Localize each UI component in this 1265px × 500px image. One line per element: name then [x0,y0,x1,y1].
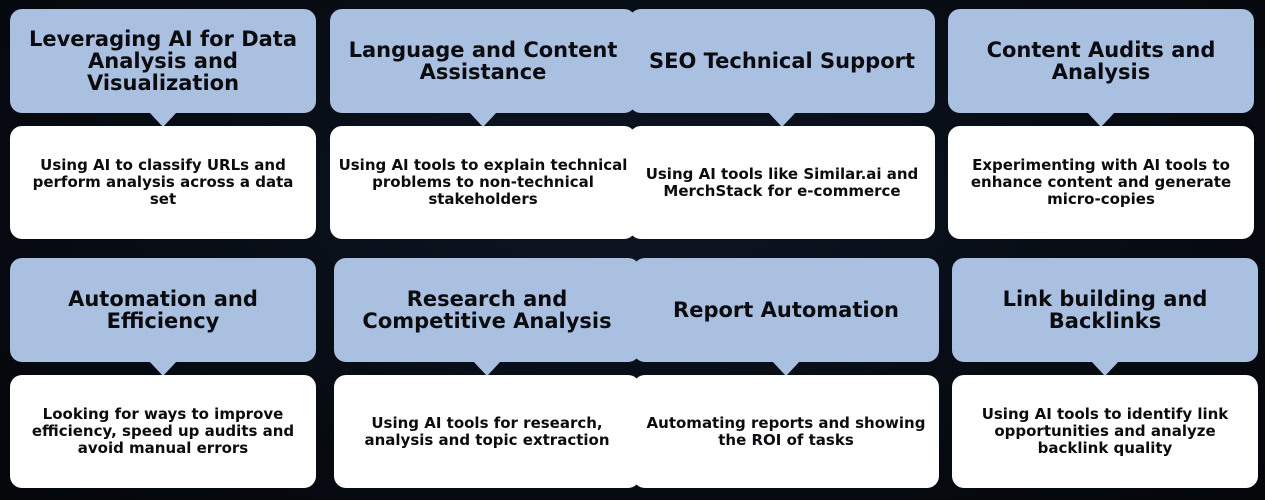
card-description: Using AI tools like Similar.ai and Merch… [629,126,935,239]
card-title: Research and Competitive Analysis [334,258,640,376]
card-title: Report Automation [633,258,939,376]
card-title: Language and Content Assistance [330,9,636,127]
card-title: SEO Technical Support [629,9,935,127]
card-description: Using AI tools to identify link opportun… [952,375,1258,488]
card-title: Leveraging AI for Data Analysis and Visu… [10,9,316,127]
card-description: Using AI tools to explain technical prob… [330,126,636,239]
card-description: Looking for ways to improve efficiency, … [10,375,316,488]
card-title: Content Audits and Analysis [948,9,1254,127]
card-description: Experimenting with AI tools to enhance c… [948,126,1254,239]
card-title: Automation and Efficiency [10,258,316,376]
card-title: Link building and Backlinks [952,258,1258,376]
card-description: Using AI to classify URLs and perform an… [10,126,316,239]
card-description: Using AI tools for research, analysis an… [334,375,640,488]
card-description: Automating reports and showing the ROI o… [633,375,939,488]
